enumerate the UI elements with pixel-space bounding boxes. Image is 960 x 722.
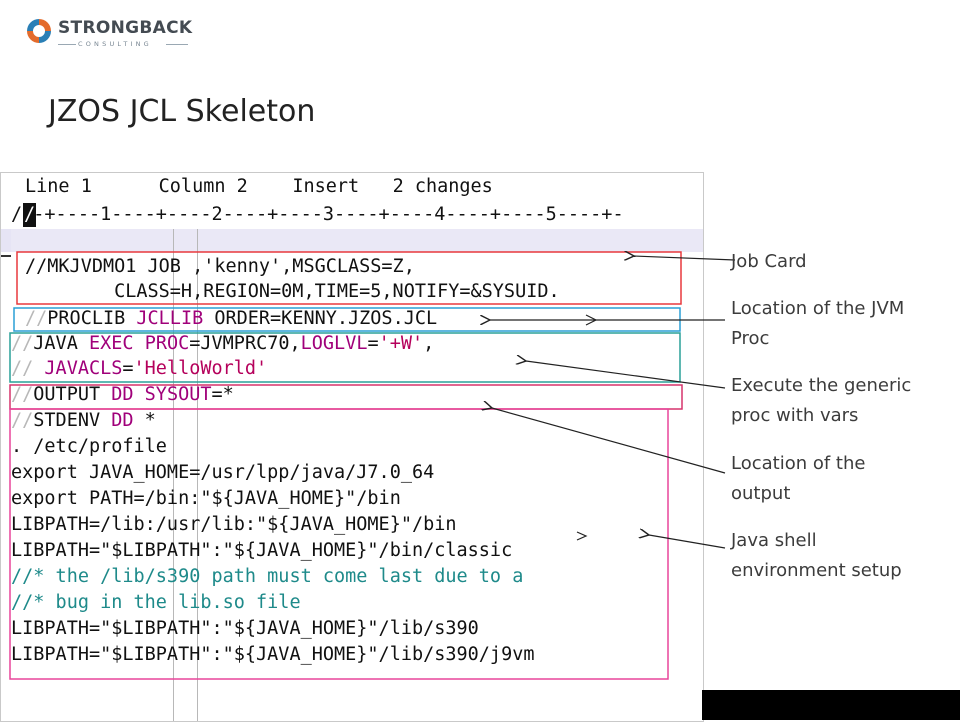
annotation-jvm-proc-line1: Location of the JVM xyxy=(731,298,905,319)
code-line[interactable]: . /etc/profile xyxy=(11,435,167,459)
code-token: // xyxy=(11,410,34,431)
status-mode: Insert xyxy=(292,176,360,197)
code-token: export PATH=/bin:"${JAVA_HOME}"/bin xyxy=(11,488,401,509)
code-line[interactable]: export JAVA_HOME=/usr/lpp/java/J7.0_64 xyxy=(11,461,434,485)
column-ruler: /--+----1----+----2----+----3----+----4-… xyxy=(1,201,703,229)
annotation-output-line2: output xyxy=(731,483,791,504)
code-token: LIBPATH=/lib:/usr/lib:"${JAVA_HOME}"/bin xyxy=(11,514,457,535)
code-line[interactable]: LIBPATH="$LIBPATH":"${JAVA_HOME}"/bin/cl… xyxy=(11,539,512,563)
code-token: CLASS=H,REGION=0M,TIME=5,NOTIFY=&SYSUID. xyxy=(25,281,560,302)
code-line[interactable]: //JAVA EXEC PROC=JVMPRC70,LOGLVL='+W', xyxy=(11,332,434,356)
annotation-shell-env-line1: Java shell xyxy=(731,530,817,551)
code-line[interactable]: //* the /lib/s390 path must come last du… xyxy=(11,565,523,589)
code-line[interactable]: LIBPATH="$LIBPATH":"${JAVA_HOME}"/lib/s3… xyxy=(11,617,479,641)
line-marker xyxy=(1,229,11,252)
code-token: * xyxy=(133,410,156,431)
annotation-shell-env-line2: environment setup xyxy=(731,560,902,581)
annotation-job-card-line1: Job Card xyxy=(731,251,807,272)
code-token: , xyxy=(423,333,435,354)
code-token: LIBPATH="$LIBPATH":"${JAVA_HOME}"/lib/s3… xyxy=(11,644,535,665)
code-token: JAVACLS xyxy=(44,358,123,379)
code-line[interactable]: LIBPATH="$LIBPATH":"${JAVA_HOME}"/lib/s3… xyxy=(11,643,534,667)
code-token: ORDER=KENNY.JZOS.JCL xyxy=(203,308,438,329)
code-token xyxy=(134,333,145,354)
annotation-jvm-proc: Location of the JVM Proc xyxy=(731,294,904,354)
editor-status-bar: Line 1 Column 2 Insert 2 changes xyxy=(1,173,703,201)
code-token: . /etc/profile xyxy=(11,436,167,457)
code-token: PROCLIB xyxy=(47,308,137,329)
logo-wordmark: STRONGBACK xyxy=(58,18,193,38)
status-column: Column 2 xyxy=(158,176,248,197)
code-line[interactable]: LIBPATH=/lib:/usr/lib:"${JAVA_HOME}"/bin xyxy=(11,513,457,537)
code-token: LIBPATH="$LIBPATH":"${JAVA_HOME}"/bin/cl… xyxy=(11,540,513,561)
code-token: DD xyxy=(111,410,134,431)
logo-mark-icon xyxy=(27,19,51,43)
status-text: Line 1 Column 2 Insert 2 changes xyxy=(25,176,493,197)
code-token: // xyxy=(11,358,45,379)
code-token: export JAVA_HOME=/usr/lpp/java/J7.0_64 xyxy=(11,462,435,483)
jcl-editor[interactable]: Line 1 Column 2 Insert 2 changes /--+---… xyxy=(0,172,704,722)
code-token: EXEC xyxy=(88,333,134,354)
status-changes: 2 changes xyxy=(392,176,493,197)
code-line[interactable]: //STDENV DD * xyxy=(11,409,156,433)
code-token: OUTPUT xyxy=(33,384,112,405)
code-line[interactable]: //* bug in the lib.so file xyxy=(11,591,301,615)
code-token: =JVMPRC70, xyxy=(189,333,301,354)
cursor-char: / xyxy=(24,204,36,225)
annotation-shell-env: Java shell environment setup xyxy=(731,526,902,586)
code-token: STDENV xyxy=(33,410,112,431)
annotation-output-line1: Location of the xyxy=(731,453,866,474)
code-token: PROC xyxy=(144,333,190,354)
logo: STRONGBACK CONSULTING xyxy=(24,14,224,54)
code-token: //MKJVDMO1 JOB ,'kenny',MSGCLASS=Z, xyxy=(25,256,415,277)
text-cursor xyxy=(23,203,36,227)
code-token: DD xyxy=(111,384,134,405)
code-token: SYSOUT xyxy=(144,384,212,405)
annotation-output: Location of the output xyxy=(731,449,865,509)
code-line[interactable]: CLASS=H,REGION=0M,TIME=5,NOTIFY=&SYSUID. xyxy=(25,280,560,304)
code-line[interactable]: // JAVACLS='HelloWorld' xyxy=(11,357,267,381)
code-token: // xyxy=(25,308,48,329)
code-token: // xyxy=(11,384,34,405)
annotation-exec-proc-line1: Execute the generic xyxy=(731,375,912,396)
code-line[interactable]: //MKJVDMO1 JOB ,'kenny',MSGCLASS=Z, xyxy=(25,255,415,279)
code-token: 'HelloWorld' xyxy=(133,358,268,379)
code-token: JAVA xyxy=(33,333,89,354)
code-line[interactable]: //PROCLIB JCLLIB ORDER=KENNY.JZOS.JCL xyxy=(25,307,437,331)
code-token: //* bug in the lib.so file xyxy=(11,592,301,613)
code-token: LOGLVL xyxy=(300,333,368,354)
code-line[interactable]: //OUTPUT DD SYSOUT=* xyxy=(11,383,234,407)
code-token: // xyxy=(11,333,34,354)
current-line-highlight xyxy=(1,229,703,252)
code-token: = xyxy=(122,358,134,379)
code-token: =* xyxy=(211,384,234,405)
annotation-exec-proc: Execute the generic proc with vars xyxy=(731,371,911,431)
code-token: = xyxy=(367,333,379,354)
annotation-exec-proc-line2: proc with vars xyxy=(731,405,859,426)
slide-title: JZOS JCL Skeleton xyxy=(48,94,316,129)
code-line[interactable]: export PATH=/bin:"${JAVA_HOME}"/bin xyxy=(11,487,401,511)
code-token xyxy=(134,384,145,405)
code-token: JCLLIB xyxy=(136,308,204,329)
line-marker-underline xyxy=(1,255,11,257)
logo-subtitle: CONSULTING xyxy=(78,40,152,48)
ruler-text: /--+----1----+----2----+----3----+----4-… xyxy=(11,204,624,225)
code-token: //* the /lib/s390 path must come last du… xyxy=(11,566,524,587)
code-token: '+W' xyxy=(378,333,424,354)
annotation-job-card: Job Card xyxy=(731,247,807,277)
code-token: LIBPATH="$LIBPATH":"${JAVA_HOME}"/lib/s3… xyxy=(11,618,479,639)
status-line: Line 1 xyxy=(25,176,92,197)
bottom-bar xyxy=(702,690,960,720)
annotation-jvm-proc-line2: Proc xyxy=(731,328,770,349)
